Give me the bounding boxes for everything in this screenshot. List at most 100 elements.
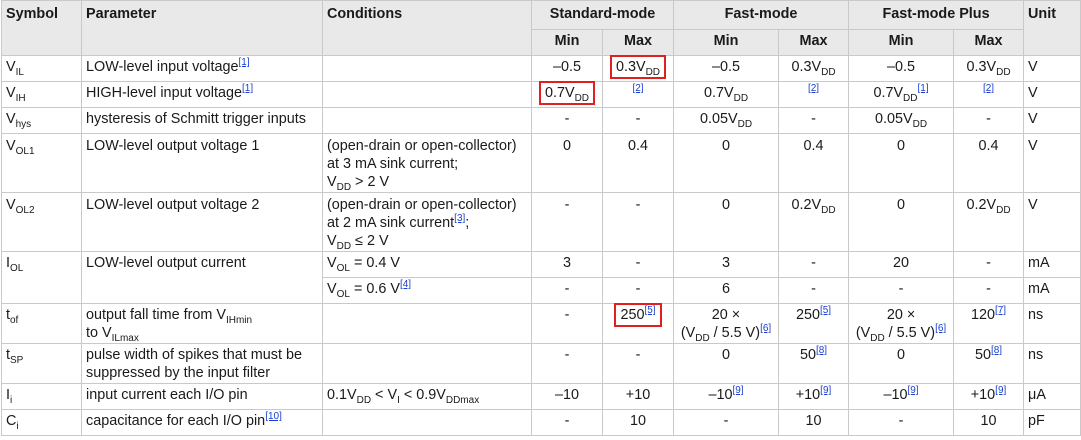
header-fmp-max: Max xyxy=(953,29,1025,56)
header-fm-max: Max xyxy=(778,29,850,56)
parameter-cell: LOW-level output voltage 2 xyxy=(81,192,323,252)
std-max-cell: [2] xyxy=(601,81,675,108)
table-row: Ii input current each I/O pin 0.1VDD < V… xyxy=(1,383,1081,410)
fmp-max-cell: - xyxy=(953,251,1025,278)
fmp-min-cell: 20 × (VDD / 5.5 V)[6] xyxy=(848,303,955,344)
fmp-min-cell: 0 xyxy=(848,133,955,193)
footnote-link[interactable]: [8] xyxy=(990,345,1003,357)
fmp-max-cell: 0.4 xyxy=(953,133,1025,193)
fm-min-cell: 6 xyxy=(673,277,780,304)
fm-max-cell: [2] xyxy=(778,81,850,108)
std-min-cell: - xyxy=(531,303,603,344)
unit-cell: V xyxy=(1023,133,1081,193)
conditions-cell xyxy=(322,303,532,344)
highlight-box: 0.3VDD xyxy=(609,55,667,79)
fm-min-cell: 20 × (VDD / 5.5 V)[6] xyxy=(673,303,780,344)
table-row: tSP pulse width of spikes that must be s… xyxy=(1,343,1081,384)
fm-max-cell: 0.2VDD xyxy=(778,192,850,252)
fmp-min-cell: - xyxy=(848,409,955,436)
footnote-link[interactable]: [2] xyxy=(632,83,644,95)
unit-cell: V xyxy=(1023,107,1081,134)
unit-cell: mA xyxy=(1023,251,1081,278)
fm-min-cell: –0.5 xyxy=(673,55,780,82)
std-max-cell: - xyxy=(601,277,675,304)
symbol-cell: VOL1 xyxy=(1,133,82,193)
footnote-link[interactable]: [2] xyxy=(807,83,820,95)
header-parameter: Parameter xyxy=(81,0,323,56)
fm-min-cell: –10[9] xyxy=(673,383,780,410)
parameter-cell: output fall time from VIHmin to VILmax xyxy=(81,303,323,344)
footnote-link[interactable]: [2] xyxy=(982,83,995,95)
fmp-max-cell: 0.3VDD xyxy=(953,55,1025,82)
table-row: VOL1 LOW-level output voltage 1 (open-dr… xyxy=(1,133,1081,193)
std-min-cell: - xyxy=(531,343,603,384)
footnote-link[interactable]: [7] xyxy=(994,305,1007,317)
footnote-link[interactable]: [9] xyxy=(732,385,744,397)
fm-max-cell: +10[9] xyxy=(778,383,850,410)
std-min-cell: 0 xyxy=(531,133,603,193)
symbol-cell: Vhys xyxy=(1,107,82,134)
conditions-cell: VOL = 0.4 V xyxy=(322,251,532,278)
fm-max-cell: - xyxy=(778,251,850,278)
fm-min-cell: 0.05VDD xyxy=(673,107,780,134)
footnote-link[interactable]: [5] xyxy=(819,305,832,317)
unit-cell: ns xyxy=(1023,303,1081,344)
std-max-cell: - xyxy=(601,192,675,252)
symbol-cell: Ii xyxy=(1,383,82,410)
header-std-max: Max xyxy=(601,29,675,56)
std-max-cell: - xyxy=(601,107,675,134)
fmp-min-cell: 0.7VDD[1] xyxy=(848,81,955,108)
parameter-cell: input current each I/O pin xyxy=(81,383,323,410)
symbol-cell: VIH xyxy=(1,81,82,108)
header-fast-mode: Fast-mode xyxy=(673,0,850,30)
footnote-link[interactable]: [1] xyxy=(238,57,250,69)
conditions-cell: (open-drain or open-collector) at 2 mA s… xyxy=(322,192,532,252)
fm-min-cell: 0 xyxy=(673,192,780,252)
footnote-link[interactable]: [6] xyxy=(935,323,947,335)
unit-cell: pF xyxy=(1023,409,1081,436)
conditions-cell: 0.1VDD < VI < 0.9VDDmax xyxy=(322,383,532,410)
header-conditions: Conditions xyxy=(322,0,532,56)
header-std-min: Min xyxy=(531,29,603,56)
fmp-min-cell: 20 xyxy=(848,251,955,278)
std-min-cell: –0.5 xyxy=(531,55,603,82)
parameter-cell: capacitance for each I/O pin[10] xyxy=(81,409,323,436)
table-row: IOL LOW-level output current VOL = 0.4 V… xyxy=(1,251,1081,304)
unit-cell: mA xyxy=(1023,277,1081,304)
footnote-link[interactable]: [6] xyxy=(760,323,772,335)
symbol-cell: tSP xyxy=(1,343,82,384)
footnote-link[interactable]: [9] xyxy=(820,385,832,397)
table-row: Vhys hysteresis of Schmitt trigger input… xyxy=(1,107,1081,134)
fm-max-cell: 50[8] xyxy=(778,343,850,384)
footnote-link[interactable]: [5] xyxy=(644,305,656,317)
parameter-cell: HIGH-level input voltage[1] xyxy=(81,81,323,108)
conditions-cell xyxy=(322,343,532,384)
std-max-cell: 250[5] xyxy=(601,303,675,344)
std-max-cell: 0.3VDD xyxy=(601,55,675,82)
fm-max-cell: 0.3VDD xyxy=(778,55,850,82)
header-fm-min: Min xyxy=(673,29,780,56)
std-max-cell: +10 xyxy=(601,383,675,410)
fmp-max-cell: 10 xyxy=(953,409,1025,436)
fm-min-cell: 0 xyxy=(673,133,780,193)
table-row: tof output fall time from VIHmin to VILm… xyxy=(1,303,1081,344)
fmp-max-cell: [2] xyxy=(953,81,1025,108)
std-max-cell: 10 xyxy=(601,409,675,436)
footnote-link[interactable]: [10] xyxy=(265,411,282,423)
footnote-link[interactable]: [9] xyxy=(995,385,1007,397)
fm-max-cell: - xyxy=(778,107,850,134)
footnote-link[interactable]: [1] xyxy=(241,83,254,95)
table-row: VIH HIGH-level input voltage[1] 0.7VDD [… xyxy=(1,81,1081,108)
footnote-link[interactable]: [1] xyxy=(917,83,929,95)
conditions-cell xyxy=(322,409,532,436)
fm-max-cell: 250[5] xyxy=(778,303,850,344)
symbol-cell: tof xyxy=(1,303,82,344)
unit-cell: μA xyxy=(1023,383,1081,410)
footnote-link[interactable]: [9] xyxy=(907,385,919,397)
footnote-link[interactable]: [3] xyxy=(454,213,466,225)
footnote-link[interactable]: [8] xyxy=(815,345,828,357)
header-fmp-min: Min xyxy=(848,29,955,56)
fm-max-cell: 10 xyxy=(778,409,850,436)
footnote-link[interactable]: [4] xyxy=(399,279,412,291)
fmp-max-cell: +10[9] xyxy=(953,383,1025,410)
